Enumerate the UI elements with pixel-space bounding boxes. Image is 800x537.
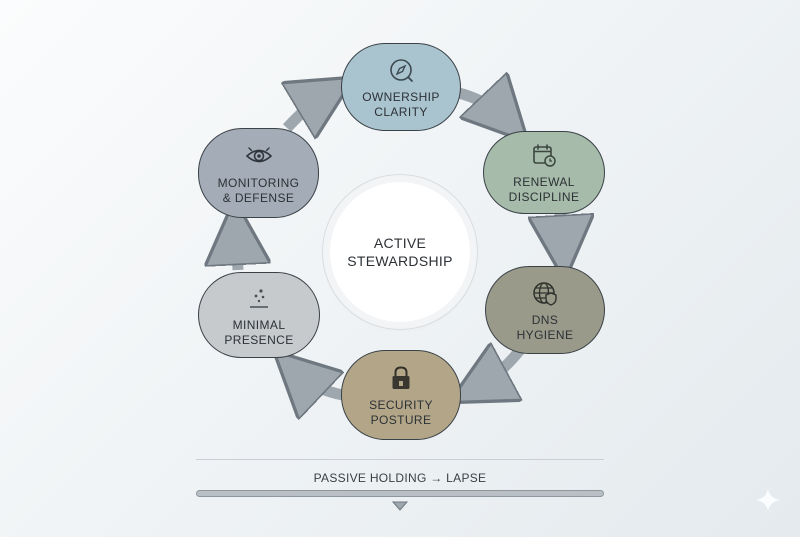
- node-label: MONITORING & DEFENSE: [217, 175, 300, 205]
- center-label: ACTIVE STEWARDSHIP: [347, 235, 453, 269]
- padlock-icon: [392, 365, 410, 389]
- arrow-dns-to-security: [476, 350, 525, 388]
- node-security-posture: SECURITY POSTURE: [341, 350, 461, 440]
- node-label: DNS HYGIENE: [516, 312, 574, 342]
- arrow-ownership-to-renewal: [453, 92, 507, 120]
- arrow-minimal-to-monitoring: [236, 230, 238, 271]
- footer-label: PASSIVE HOLDING → LAPSE: [313, 471, 487, 485]
- globe-shield-icon: [533, 281, 557, 306]
- compass-icon: [390, 58, 413, 82]
- arrow-monitoring-to-ownership: [287, 93, 328, 128]
- node-renewal-discipline: RENEWAL DISCIPLINE: [483, 131, 605, 214]
- node-ownership-clarity: OWNERSHIP CLARITY: [341, 43, 461, 131]
- calendar-clock-icon: [533, 144, 556, 167]
- node-monitoring-defense: MONITORING & DEFENSE: [198, 128, 319, 218]
- footer-divider: [196, 459, 604, 460]
- node-label: SECURITY POSTURE: [369, 397, 433, 427]
- dots-icon: [250, 288, 268, 308]
- center-hub: ACTIVE STEWARDSHIP: [330, 182, 470, 322]
- node-label: RENEWAL DISCIPLINE: [508, 175, 580, 204]
- arrow-security-to-minimal: [296, 372, 343, 395]
- footer-bar: [196, 490, 604, 497]
- arrow-renewal-to-dns: [560, 211, 563, 250]
- node-label: MINIMAL PRESENCE: [224, 317, 294, 347]
- node-minimal-presence: MINIMAL PRESENCE: [198, 272, 320, 358]
- node-dns-hygiene: DNS HYGIENE: [485, 266, 605, 354]
- sparkle-icon: [756, 488, 780, 512]
- eye-icon: [245, 146, 272, 162]
- down-arrow-icon: [391, 501, 409, 511]
- node-label: OWNERSHIP CLARITY: [362, 89, 440, 119]
